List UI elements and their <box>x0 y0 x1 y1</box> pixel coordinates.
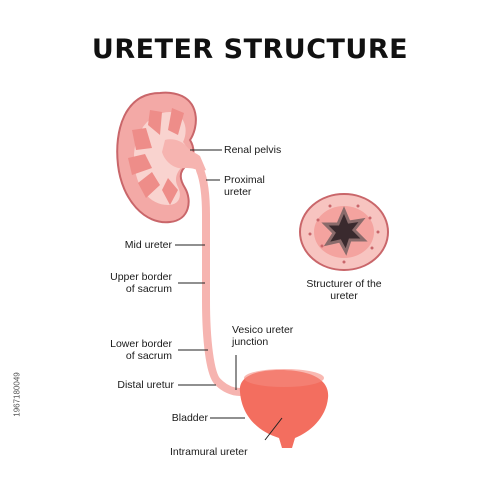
diagram-title: URETER STRUCTURE <box>91 34 409 65</box>
label-vesico-ureter-1: Vesico ureter <box>232 324 294 336</box>
renal-pyramid <box>168 108 184 135</box>
label-distal-ureter: Distal uretur <box>117 379 174 391</box>
kidney <box>116 91 206 224</box>
renal-pyramid <box>132 128 152 150</box>
label-renal-pelvis: Renal pelvis <box>224 144 282 156</box>
label-lower-border-1: Lower border <box>110 338 172 350</box>
bladder <box>239 369 329 448</box>
label-cross-section-1: Structurer of the <box>306 278 382 290</box>
label-proximal-ureter-2: ureter <box>224 186 252 198</box>
leader-lines <box>175 149 283 441</box>
label-intramural-ureter: Intramural ureter <box>170 446 248 458</box>
ureter <box>196 166 244 396</box>
label-upper-border-2: of sacrum <box>125 283 172 295</box>
label-proximal-ureter-1: Proximal <box>224 174 265 186</box>
stock-image-id: 1967180049 <box>12 372 22 417</box>
label-bladder: Bladder <box>171 412 208 424</box>
label-vesico-ureter-2: junction <box>232 336 269 348</box>
renal-pyramid <box>128 154 152 175</box>
label-mid-ureter: Mid ureter <box>124 239 172 251</box>
label-upper-border-1: Upper border <box>110 271 172 283</box>
ureter-cross-section <box>299 193 389 271</box>
label-lower-border-2: of sacrum <box>125 350 172 362</box>
renal-pyramid <box>162 178 178 205</box>
label-cross-section-2: ureter <box>330 290 358 302</box>
renal-pyramid <box>148 110 162 135</box>
renal-pyramid <box>138 172 160 198</box>
